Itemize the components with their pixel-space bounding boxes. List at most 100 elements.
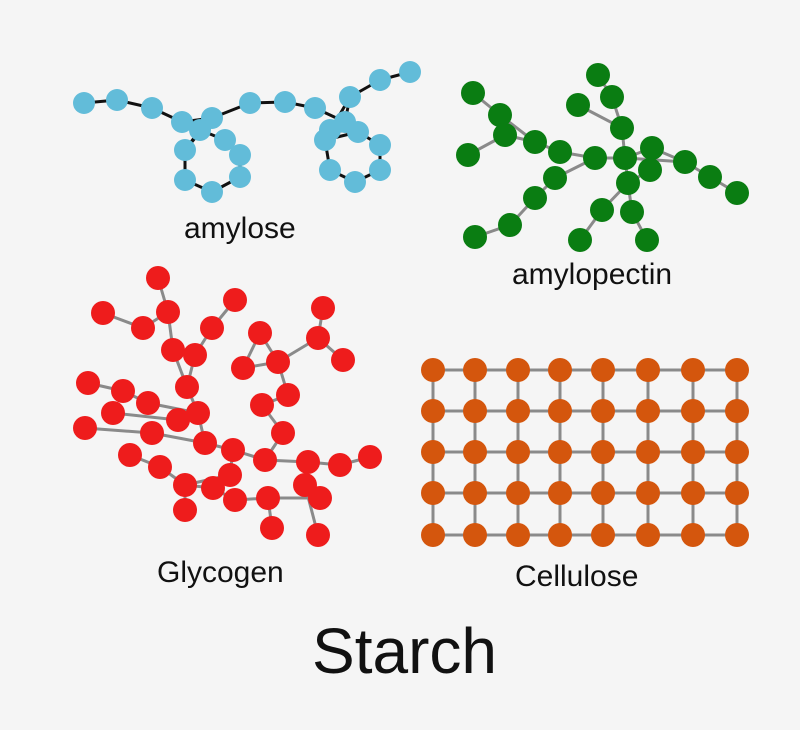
cellulose-glucose-unit — [636, 523, 660, 547]
amylose-glucose-unit — [171, 111, 193, 133]
amylose-label: amylose — [184, 212, 296, 245]
amylose-glucose-unit — [274, 91, 296, 113]
cellulose-glucose-unit — [681, 523, 705, 547]
glycogen-glucose-unit — [358, 445, 382, 469]
cellulose-glucose-unit — [681, 440, 705, 464]
amylose-glucose-unit — [344, 171, 366, 193]
cellulose-glucose-unit — [636, 399, 660, 423]
amylopectin-glucose-unit — [616, 171, 640, 195]
amylose-glucose-unit — [214, 129, 236, 151]
amylose-glucose-unit — [339, 86, 361, 108]
glycogen-glucose-unit — [175, 375, 199, 399]
amylopectin-glucose-unit — [640, 136, 664, 160]
glycogen-glucose-unit — [276, 383, 300, 407]
amylopectin-glucose-unit — [498, 213, 522, 237]
amylopectin-label: amylopectin — [512, 258, 673, 291]
cellulose-glucose-unit — [681, 358, 705, 382]
amylopectin-glucose-unit — [590, 198, 614, 222]
cellulose-glucose-unit — [548, 440, 572, 464]
amylopectin-glucose-unit — [456, 143, 480, 167]
glycogen-glucose-unit — [136, 391, 160, 415]
cellulose-glucose-unit — [506, 481, 530, 505]
cellulose-glucose-unit — [725, 440, 749, 464]
glycogen-glucose-unit — [331, 348, 355, 372]
glycogen-glucose-unit — [166, 408, 190, 432]
amylopectin-glucose-unit — [613, 146, 637, 170]
amylose-glucose-unit — [304, 97, 326, 119]
cellulose-glucose-unit — [506, 399, 530, 423]
glycogen-glucose-unit — [271, 421, 295, 445]
cellulose-glucose-unit — [548, 399, 572, 423]
cellulose-glucose-unit — [636, 440, 660, 464]
amylose-glucose-unit — [239, 92, 261, 114]
glycogen-glucose-unit — [201, 476, 225, 500]
amylose-glucose-unit — [229, 144, 251, 166]
cellulose-glucose-unit — [636, 358, 660, 382]
amylose-glucose-unit — [399, 61, 421, 83]
amylose-glucose-unit — [347, 121, 369, 143]
glycogen-glucose-unit — [76, 371, 100, 395]
cellulose-glucose-unit — [421, 440, 445, 464]
amylose-glucose-unit — [369, 69, 391, 91]
amylopectin-glucose-unit — [673, 150, 697, 174]
cellulose-glucose-unit — [725, 399, 749, 423]
glycogen-glucose-unit — [200, 316, 224, 340]
amylopectin-structure — [456, 63, 749, 252]
amylopectin-glucose-unit — [548, 140, 572, 164]
amylopectin-glucose-unit — [620, 200, 644, 224]
cellulose-glucose-unit — [506, 523, 530, 547]
glycogen-glucose-unit — [101, 401, 125, 425]
amylose-glucose-unit — [314, 129, 336, 151]
cellulose-glucose-unit — [725, 358, 749, 382]
amylose-glucose-unit — [174, 169, 196, 191]
glycogen-glucose-unit — [131, 316, 155, 340]
amylopectin-glucose-unit — [586, 63, 610, 87]
glycogen-glucose-unit — [223, 288, 247, 312]
amylose-glucose-unit — [141, 97, 163, 119]
page-title: Starch — [312, 615, 497, 687]
glycogen-glucose-unit — [91, 301, 115, 325]
cellulose-glucose-unit — [506, 440, 530, 464]
cellulose-glucose-unit — [506, 358, 530, 382]
cellulose-glucose-unit — [463, 523, 487, 547]
cellulose-structure — [421, 358, 749, 547]
glycogen-glucose-unit — [256, 486, 280, 510]
glycogen-glucose-unit — [250, 393, 274, 417]
cellulose-glucose-unit — [591, 358, 615, 382]
cellulose-glucose-unit — [421, 523, 445, 547]
glycogen-glucose-unit — [118, 443, 142, 467]
cellulose-glucose-unit — [548, 358, 572, 382]
amylopectin-glucose-unit — [566, 93, 590, 117]
cellulose-glucose-unit — [591, 481, 615, 505]
glycogen-glucose-unit — [221, 438, 245, 462]
glycogen-glucose-unit — [186, 401, 210, 425]
glycogen-glucose-unit — [140, 421, 164, 445]
cellulose-glucose-unit — [636, 481, 660, 505]
glycogen-glucose-unit — [311, 296, 335, 320]
amylopectin-glucose-unit — [610, 116, 634, 140]
glycogen-glucose-unit — [260, 516, 284, 540]
glycogen-glucose-unit — [296, 450, 320, 474]
glycogen-glucose-unit — [266, 350, 290, 374]
glycogen-structure — [73, 266, 382, 547]
glycogen-glucose-unit — [148, 455, 172, 479]
amylopectin-glucose-unit — [461, 81, 485, 105]
glycogen-glucose-unit — [306, 523, 330, 547]
cellulose-label: Cellulose — [515, 560, 639, 593]
amylose-glucose-unit — [189, 119, 211, 141]
cellulose-glucose-unit — [681, 399, 705, 423]
amylose-glucose-unit — [174, 139, 196, 161]
glycogen-glucose-unit — [73, 416, 97, 440]
cellulose-glucose-unit — [548, 523, 572, 547]
amylopectin-glucose-unit — [635, 228, 659, 252]
glycogen-glucose-unit — [146, 266, 170, 290]
glycogen-glucose-unit — [248, 321, 272, 345]
cellulose-glucose-unit — [463, 358, 487, 382]
amylose-glucose-unit — [319, 159, 341, 181]
glycogen-label: Glycogen — [157, 556, 284, 589]
cellulose-glucose-unit — [591, 399, 615, 423]
amylose-structure — [73, 61, 421, 203]
amylose-glucose-unit — [201, 181, 223, 203]
